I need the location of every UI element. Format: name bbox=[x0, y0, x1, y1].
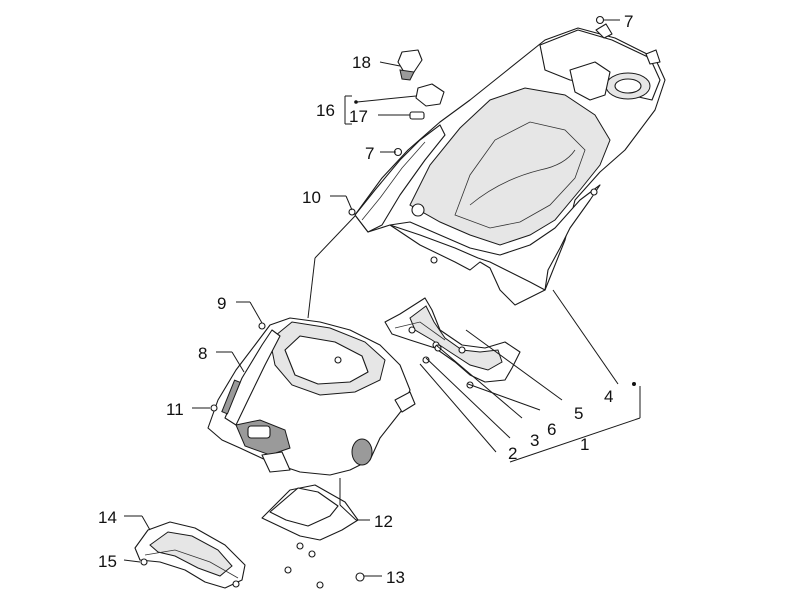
callout-18: 18 bbox=[352, 53, 371, 72]
small-parts bbox=[140, 15, 605, 566]
callout-6: 6 bbox=[547, 420, 556, 439]
plate-part bbox=[261, 484, 365, 589]
callout-9: 9 bbox=[217, 294, 226, 313]
callout-3: 3 bbox=[530, 431, 539, 450]
callout-10: 10 bbox=[302, 188, 321, 207]
leader-lines bbox=[123, 19, 641, 577]
mudguard-part bbox=[134, 521, 246, 589]
callout-5: 5 bbox=[574, 404, 583, 423]
callout-8: 8 bbox=[198, 344, 207, 363]
callout-4: 4 bbox=[604, 387, 613, 406]
callout-15: 15 bbox=[98, 552, 117, 571]
callout-labels: 7 18 16 17 7 10 9 8 11 4 5 6 3 2 1 12 13… bbox=[98, 12, 633, 587]
callout-14: 14 bbox=[98, 508, 117, 527]
callout-16: 16 bbox=[316, 101, 335, 120]
callout-17: 17 bbox=[349, 107, 368, 126]
callout-7-top: 7 bbox=[624, 12, 633, 31]
callout-7-mid: 7 bbox=[365, 144, 374, 163]
callout-12: 12 bbox=[374, 512, 393, 531]
rear-center-cover-part bbox=[207, 317, 416, 476]
callout-1: 1 bbox=[580, 435, 589, 454]
helmet-compartment-part bbox=[354, 23, 666, 306]
callout-13: 13 bbox=[386, 568, 405, 587]
callout-11: 11 bbox=[166, 400, 184, 419]
bracket-part bbox=[384, 297, 521, 389]
callout-2: 2 bbox=[508, 444, 517, 463]
